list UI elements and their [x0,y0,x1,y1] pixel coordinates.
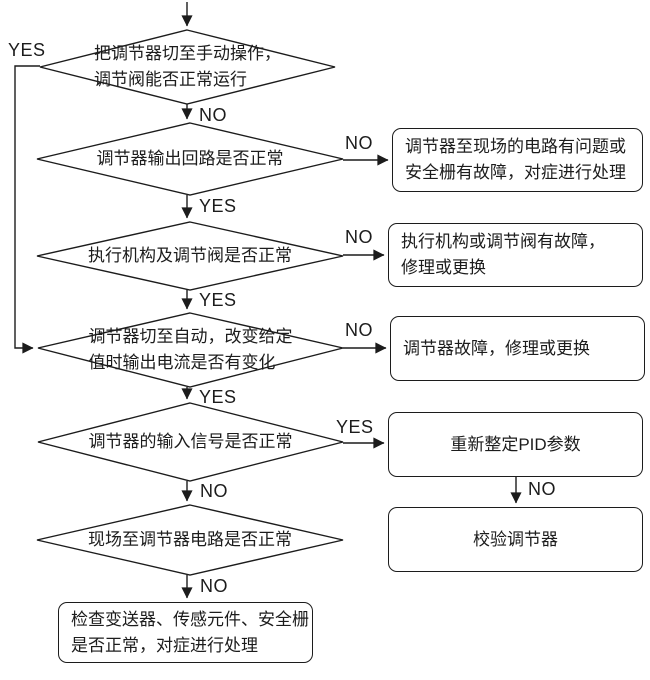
decision-text-line: 值时输出电流是否有变化 [88,353,276,372]
action-box-retune-pid: 重新整定PID参数 [388,412,643,477]
decision-6-shape [36,504,344,576]
decision-text-line: 调节器输出回路是否正常 [96,149,284,168]
edge-label-yes-d4-down: YES [199,387,237,407]
action-box-check-transmitter-sensor-barrier: 检查变送器、传感元件、安全栅 是否正常，对症进行处理 [58,602,313,663]
action-box-actuator-valve-fault: 执行机构或调节阀有故障， 修理或更换 [388,223,643,287]
edge-label-no-d4-right: NO [345,320,373,340]
decision-text-line: 调节器切至自动，改变给定 [88,327,293,346]
action-text-line: 调节器至现场的电路有问题或 [405,137,626,156]
action-text-line: 修理或更换 [401,258,486,277]
edge-label-no-d2-right: NO [345,133,373,153]
action-text-line: 校验调节器 [473,529,558,549]
action-text-line: 安全栅有故障，对症进行处理 [405,163,626,182]
action-text-line: 重新整定PID参数 [450,434,581,454]
action-box-calibrate-controller: 校验调节器 [388,507,643,572]
decision-text-line: 把调节器切至手动操作， [94,44,281,63]
decision-4-shape [37,312,344,388]
decision-2-shape [36,122,344,196]
decision-text-line: 执行机构及调节阀是否正常 [88,246,292,265]
edge-label-no-d5-down: NO [200,481,228,501]
edge-label-yes-loop: YES [8,40,46,60]
decision-switch-to-manual: 把调节器切至手动操作， 调节阀能否正常运行 [40,30,335,104]
decision-text-line: 现场至调节器电路是否正常 [88,530,292,549]
decision-input-signal-normal: 调节器的输入信号是否正常 [38,403,343,481]
decision-field-to-controller-circuit: 现场至调节器电路是否正常 [37,505,343,575]
decision-text-line: 调节器的输入信号是否正常 [88,432,293,451]
decision-3-shape [36,221,344,291]
edge-label-no-d6-down: NO [200,576,228,596]
yes-loop-connector [14,65,40,354]
edge-label-no-box4-down: NO [528,479,556,499]
edge-label-no-d1-down: NO [199,105,227,125]
action-text-line: 检查变送器、传感元件、安全栅 [71,609,309,629]
action-text-line: 执行机构或调节阀有故障， [401,232,605,251]
edge-label-yes-d3-down: YES [199,290,237,310]
action-box-controller-fault: 调节器故障，修理或更换 [390,316,645,381]
edge-label-no-d3-right: NO [345,227,373,247]
decision-output-loop-normal: 调节器输出回路是否正常 [37,123,343,195]
action-text-line: 是否正常，对症进行处理 [71,635,258,655]
decision-5-shape [37,402,344,482]
edge-label-yes-d5-right: YES [336,417,374,437]
decision-auto-output-current-change: 调节器切至自动，改变给定 值时输出电流是否有变化 [38,313,343,387]
edge-label-yes-d2-down: YES [199,196,237,216]
action-box-circuit-or-barrier-fault: 调节器至现场的电路有问题或 安全栅有故障，对症进行处理 [392,128,643,192]
decision-actuator-valve-normal: 执行机构及调节阀是否正常 [37,222,343,290]
action-text-line: 调节器故障，修理或更换 [403,338,590,358]
decision-text-line: 调节阀能否正常运行 [94,70,247,89]
